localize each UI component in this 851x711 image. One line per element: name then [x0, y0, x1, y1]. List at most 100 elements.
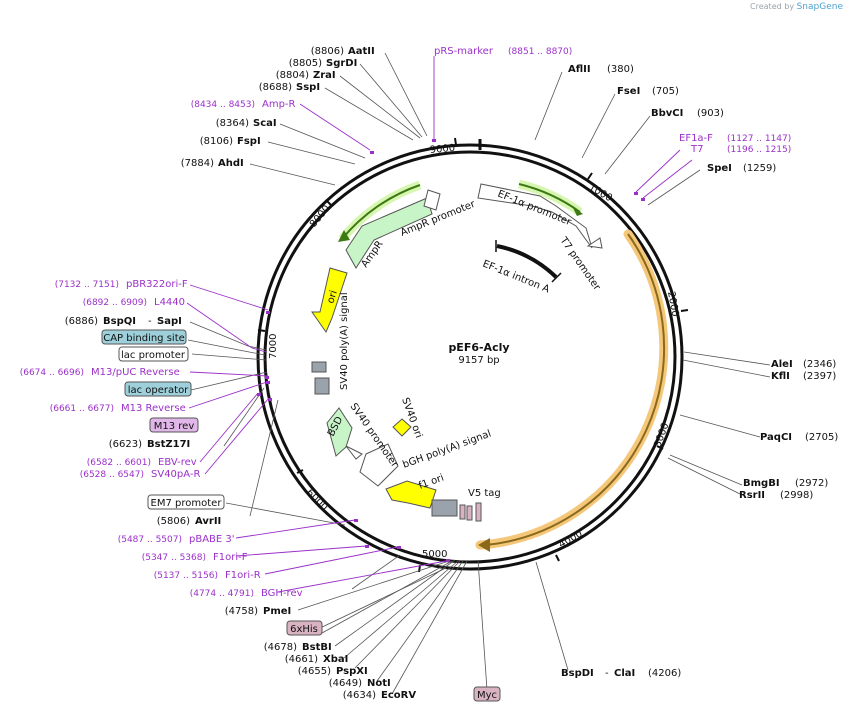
boxed-em7-promoter — [147, 494, 225, 510]
primer-pbabe-3-range: (5487 .. 5507) — [118, 535, 182, 545]
site-sspi-name: SspI — [296, 82, 320, 93]
ampr-feature — [345, 197, 433, 269]
site-xbai-name: XbaI — [323, 654, 348, 665]
primer-bgh-rev-range: (4774 .. 4791) — [190, 589, 254, 599]
site-sgrdi-name: SgrDI — [326, 58, 357, 69]
site-noti-pos: (4649) — [329, 678, 362, 689]
bsd-feature — [326, 407, 353, 457]
site-bstz17i-pos: (6623) — [109, 439, 142, 450]
primer-pbr322ori-f-range: (7132 .. 7151) — [55, 280, 119, 290]
ori-label: ori — [325, 289, 339, 305]
site-rsrii-pos: (2998) — [780, 490, 813, 501]
sv40-polya-box — [314, 377, 330, 395]
site-kfli-pos: (2397) — [803, 371, 836, 382]
site-rsrii-name: RsrII — [739, 490, 765, 501]
tick-label-4000: 4000 — [557, 528, 585, 550]
sv40-polya-label: SV40 poly(A) signal — [339, 292, 350, 390]
ef1a-promoter-feature — [477, 183, 593, 249]
t7-promoter-feature — [586, 237, 603, 249]
primer-prs-marker-name: pRS-marker — [434, 46, 494, 57]
primer-ebv-rev-range: (6582 .. 6601) — [87, 458, 151, 468]
primer-ebv-rev-name: EBV-rev — [158, 457, 197, 468]
primer-prs-marker-range: (8851 .. 8870) — [508, 47, 572, 57]
acly-orf-highlight — [475, 229, 669, 550]
site-avrii-pos: (5806) — [157, 516, 190, 527]
site-kfli-name: KflI — [771, 371, 790, 382]
primer-t7-range: (1196 .. 1215) — [727, 145, 791, 155]
site-fsei-pos: (705) — [652, 86, 679, 97]
site-pmei-pos: (4758) — [225, 606, 258, 617]
site-bspdi-pos: (4206) — [648, 668, 681, 679]
sv40-promoter-feature — [359, 443, 399, 487]
site-aflii-pos: (380) — [607, 64, 634, 75]
tick-label-7000: 7000 — [268, 334, 279, 359]
primer-l4440-name: L4440 — [154, 297, 185, 308]
bgh-polya-feature — [431, 499, 458, 517]
site-bstbi-name: BstBI — [302, 642, 332, 653]
site-spei-name: SpeI — [707, 163, 732, 174]
site-ahdi-name: AhdI — [218, 158, 244, 169]
site-bstbi-pos: (4678) — [264, 642, 297, 653]
primer-pbr322ori-f-name: pBR322ori-F — [126, 279, 188, 290]
boxed-feature-labels: CAP binding site lac promoter lac operat… — [101, 329, 501, 702]
site-bspqi-name: BspQI — [103, 316, 136, 327]
site-scai-name: ScaI — [253, 118, 277, 129]
site-bspqi-separator: - — [148, 316, 152, 327]
site-pspxi-name: PspXI — [336, 666, 368, 677]
tick-label-6000: 6000 — [304, 487, 330, 513]
site-bmgbi-pos: (2972) — [795, 478, 828, 489]
boxed-6xhis — [286, 620, 323, 636]
leader-lines — [187, 52, 771, 695]
primer-f1ori-f-name: F1ori-F — [213, 552, 248, 563]
site-sapi-name: SapI — [157, 316, 182, 327]
site-aatii-name: AatII — [348, 46, 375, 57]
tick-label-9000: 9000 — [429, 143, 455, 156]
boxed-myc-label: Myc — [477, 690, 497, 701]
primer-f1ori-r-name: F1ori-R — [225, 570, 261, 581]
primer-ef1a-f-name: EF1a-F — [679, 133, 713, 144]
primer-m13-reverse-name: M13 Reverse — [121, 403, 186, 414]
site-avrii-name: AvrII — [195, 516, 221, 527]
ampr-arrowhead — [338, 230, 350, 242]
site-fspi-pos: (8106) — [200, 136, 233, 147]
plasmid-name: pEF6-Acly — [448, 341, 509, 354]
boxed-lac-operator-label: lac operator — [128, 385, 189, 396]
site-ecorv-pos: (4634) — [343, 690, 376, 701]
boxed-cap-binding-site-label: CAP binding site — [103, 333, 185, 344]
ampr-arc — [341, 184, 421, 240]
primer-marks — [257, 139, 645, 562]
primer-sv40pa-r-name: SV40pA-R — [151, 469, 200, 480]
site-sgrdi-pos: (8805) — [289, 58, 322, 69]
site-zrai-name: ZraI — [313, 70, 336, 81]
site-zrai-pos: (8804) — [276, 70, 309, 81]
site-paqci-pos: (2705) — [805, 432, 838, 443]
site-aflii-name: AflII — [568, 64, 591, 75]
primer-l4440-range: (6892 .. 6909) — [83, 298, 147, 308]
boxed-m13-rev — [149, 417, 199, 433]
site-bmgbi-name: BmgBI — [743, 478, 780, 489]
site-alei-name: AleI — [771, 359, 793, 370]
site-noti-name: NotI — [367, 678, 391, 689]
boxed-myc — [473, 686, 501, 702]
snapgene-credit: Created by SnapGene — [750, 2, 843, 12]
snapgene-logo: SnapGene — [796, 2, 843, 12]
boxed-lac-promoter-label: lac promoter — [121, 350, 186, 361]
site-fsei-name: FseI — [617, 86, 640, 97]
primer-m13-reverse-range: (6661 .. 6677) — [50, 404, 114, 414]
tick-9000 — [454, 137, 457, 146]
enzyme-labels-left: (8806) AatII (8805) SgrDI (8804) ZraI (8… — [65, 46, 417, 701]
boxed-em7-promoter-label: EM7 promoter — [151, 498, 223, 509]
site-paqci-name: PaqCI — [760, 432, 792, 443]
primer-t7-name: T7 — [690, 144, 703, 155]
site-aatii-pos: (8806) — [311, 46, 344, 57]
v5-tag-feature — [475, 502, 482, 522]
primer-f1ori-f-range: (5347 .. 5368) — [142, 553, 206, 563]
ef1a-intron-bar — [496, 244, 558, 279]
site-scai-pos: (8364) — [216, 118, 249, 129]
boxed-lac-promoter — [118, 346, 189, 362]
primer-leader-lines — [186, 56, 693, 593]
boxed-m13-rev-label: M13 rev — [154, 421, 195, 432]
site-ecorv-name: EcoRV — [381, 690, 416, 701]
ef1a-intron-end — [551, 272, 562, 283]
